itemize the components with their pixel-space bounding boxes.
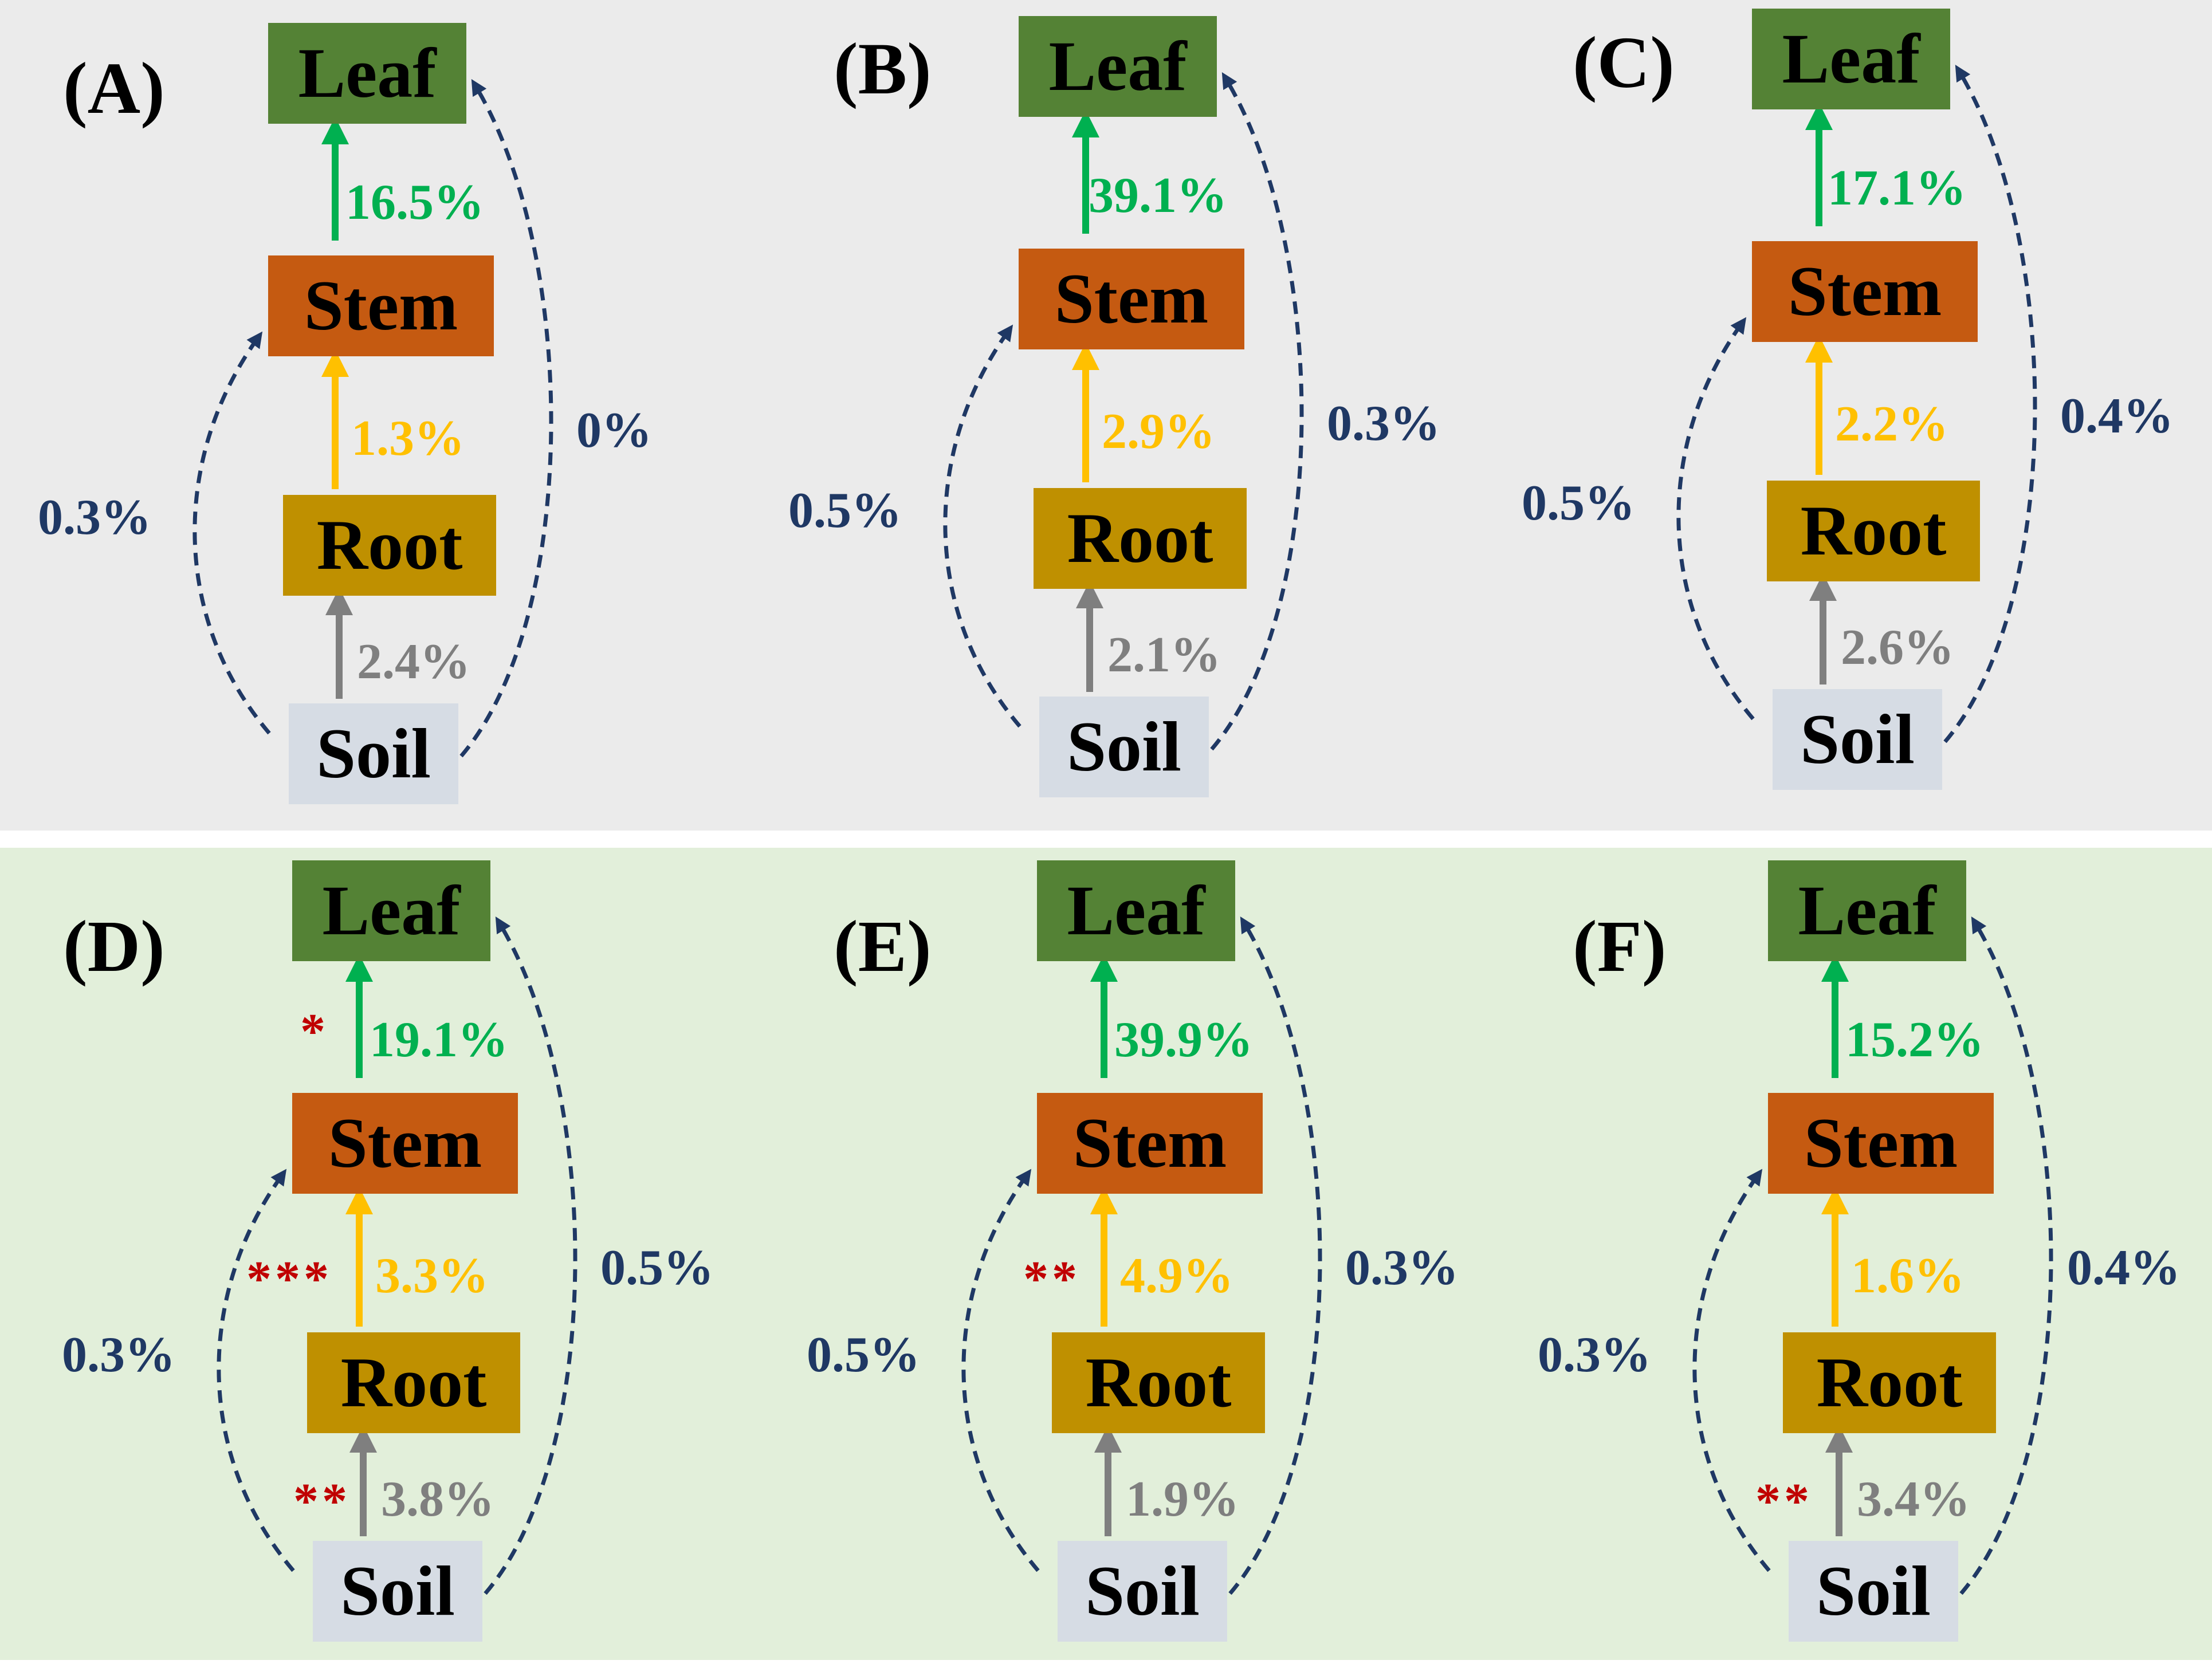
- soil-node: Soil: [1789, 1541, 1958, 1642]
- soil-to-stem-bypass-arrow: [1676, 317, 1755, 721]
- soil-to-root-value: 1.9%: [1126, 1472, 1239, 1527]
- soil-node: Soil: [289, 703, 458, 804]
- soil-to-stem-bypass-arrow: [1692, 1169, 1771, 1572]
- stem-to-leaf-value: 17.1%: [1828, 160, 1966, 216]
- soil-node: Soil: [1039, 697, 1209, 797]
- soil-to-root-value: 2.1%: [1107, 627, 1221, 683]
- soil-to-stem-value: 0.3%: [62, 1327, 175, 1383]
- soil-to-root-value: 3.8%: [381, 1472, 494, 1527]
- root-node: Root: [1767, 481, 1980, 581]
- significance-soil-root: **: [293, 1474, 351, 1529]
- root-node: Root: [283, 495, 496, 596]
- soil-to-stem-value: 0.5%: [807, 1327, 920, 1383]
- panel-label: (F): [1573, 906, 1667, 987]
- stem-to-leaf-value: 39.9%: [1114, 1012, 1253, 1068]
- soil-to-leaf-bypass-arrow: [1210, 72, 1304, 751]
- soil-to-stem-bypass-arrow: [943, 324, 1021, 728]
- soil-to-stem-value: 0.5%: [788, 483, 902, 538]
- stem-to-leaf-value: 19.1%: [370, 1012, 508, 1068]
- flow-arrows: [1676, 64, 2037, 743]
- panel-b: (B) Leaf Stem Root Soil 39.1% 2.9% 2.1% …: [751, 0, 1488, 824]
- leaf-node: Leaf: [1752, 9, 1950, 109]
- flow-arrows: [961, 916, 1322, 1595]
- root-to-stem-value: 2.2%: [1835, 396, 1948, 452]
- stem-node: Stem: [1768, 1093, 1994, 1194]
- soil-to-leaf-bypass-arrow: [1943, 64, 2037, 743]
- leaf-node: Leaf: [268, 23, 466, 124]
- root-to-stem-value: 3.3%: [375, 1248, 489, 1304]
- soil-to-leaf-bypass-arrow: [484, 916, 577, 1595]
- stem-to-leaf-value: 16.5%: [345, 175, 484, 230]
- soil-to-leaf-value: 0.3%: [1327, 396, 1440, 451]
- leaf-node: Leaf: [1019, 16, 1217, 117]
- stem-node: Stem: [1019, 249, 1244, 349]
- panel-c: (C) Leaf Stem Root Soil 17.1% 2.2% 2.6% …: [1484, 0, 2212, 816]
- significance-root-stem: ***: [246, 1252, 332, 1307]
- significance-stem-leaf: *: [300, 1004, 329, 1060]
- panel-label: (A): [63, 48, 165, 129]
- flow-arrows: [192, 78, 553, 758]
- root-node: Root: [1034, 488, 1247, 589]
- soil-to-stem-value: 0.5%: [1522, 475, 1635, 531]
- root-to-stem-value: 1.3%: [351, 411, 465, 466]
- stem-to-leaf-value: 39.1%: [1089, 168, 1227, 223]
- panel-label: (C): [1573, 22, 1675, 103]
- soil-to-root-value: 2.6%: [1841, 620, 1954, 675]
- root-to-stem-value: 2.9%: [1102, 404, 1215, 459]
- root-node: Root: [1052, 1332, 1265, 1433]
- root-to-stem-value: 4.9%: [1120, 1248, 1233, 1304]
- leaf-node: Leaf: [1037, 860, 1235, 961]
- soil-to-stem-bypass-arrow: [192, 331, 271, 735]
- soil-to-stem-bypass-arrow: [961, 1169, 1040, 1572]
- soil-to-root-value: 3.4%: [1857, 1472, 1970, 1527]
- soil-to-leaf-bypass-arrow: [459, 78, 553, 758]
- soil-to-leaf-value: 0.4%: [2067, 1240, 2180, 1296]
- soil-to-leaf-bypass-arrow: [1228, 916, 1322, 1595]
- leaf-node: Leaf: [292, 860, 490, 961]
- root-to-stem-value: 1.6%: [1851, 1248, 1965, 1304]
- panel-d: (D) Leaf Stem Root Soil 19.1% 3.3% 3.8% …: [24, 837, 761, 1668]
- soil-to-leaf-value: 0.5%: [600, 1240, 714, 1296]
- flow-arrows: [1692, 916, 2053, 1595]
- stem-to-leaf-value: 15.2%: [1845, 1012, 1984, 1068]
- soil-to-leaf-value: 0.3%: [1345, 1240, 1459, 1296]
- flow-arrows: [943, 72, 1304, 751]
- significance-soil-root: **: [1755, 1474, 1813, 1529]
- panel-label: (E): [834, 906, 932, 987]
- soil-to-stem-bypass-arrow: [217, 1169, 295, 1572]
- soil-node: Soil: [1773, 689, 1942, 790]
- soil-node: Soil: [313, 1541, 482, 1642]
- soil-to-leaf-bypass-arrow: [1959, 916, 2053, 1595]
- flow-arrows: [217, 916, 577, 1595]
- root-node: Root: [307, 1332, 520, 1433]
- stem-node: Stem: [1752, 241, 1978, 342]
- soil-node: Soil: [1058, 1541, 1227, 1642]
- root-node: Root: [1783, 1332, 1996, 1433]
- panel-e: (E) Leaf Stem Root Soil 39.9% 4.9% 1.9% …: [769, 837, 1506, 1668]
- significance-root-stem: **: [1023, 1252, 1081, 1307]
- panel-a: (A) Leaf Stem Root Soil 16.5% 1.3% 2.4% …: [0, 0, 737, 831]
- stem-node: Stem: [268, 255, 494, 356]
- soil-to-leaf-value: 0.4%: [2060, 388, 2174, 444]
- soil-to-stem-value: 0.3%: [1538, 1327, 1651, 1383]
- soil-to-root-value: 2.4%: [357, 634, 470, 690]
- stem-node: Stem: [1037, 1093, 1263, 1194]
- soil-to-stem-value: 0.3%: [38, 490, 151, 545]
- panel-f: (F) Leaf Stem Root Soil 15.2% 1.6% 3.4% …: [1500, 837, 2212, 1668]
- panel-label: (D): [63, 906, 165, 987]
- soil-to-leaf-value: 0%: [576, 403, 652, 458]
- stem-node: Stem: [292, 1093, 518, 1194]
- leaf-node: Leaf: [1768, 860, 1966, 961]
- panel-label: (B): [834, 28, 932, 109]
